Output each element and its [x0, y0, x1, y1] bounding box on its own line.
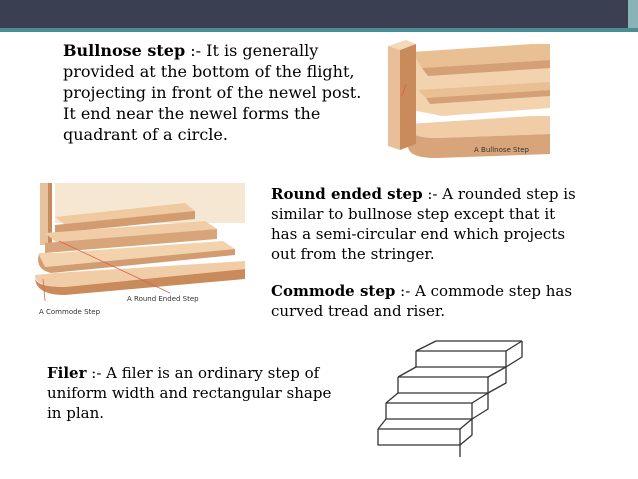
bullnose-paragraph: Bullnose step :- It is generally provide…	[63, 40, 363, 145]
filer-step-drawing	[376, 333, 524, 458]
commode-caption: A Commode Step	[39, 308, 101, 316]
round-ended-caption: A Round Ended Step	[127, 295, 199, 303]
filer-term: Filer	[47, 364, 87, 382]
accent-stripe	[0, 28, 638, 32]
filer-definition: :- A filer is an ordinary step of unifor…	[47, 364, 332, 422]
commode-step-image: A Round Ended Step A Commode Step	[35, 183, 245, 321]
filer-paragraph: Filer :- A filer is an ordinary step of …	[47, 363, 347, 423]
round-ended-definition: :- A rounded step is similar to bullnose…	[271, 185, 576, 263]
corner-accent	[628, 0, 638, 28]
commode-paragraph: Commode step :- A commode step has curve…	[271, 281, 581, 321]
bullnose-definition: :- It is generally provided at the botto…	[63, 41, 362, 144]
title-bar	[0, 0, 638, 28]
commode-term: Commode step	[271, 282, 396, 300]
commode-definition: :- A commode step has curved tread and r…	[271, 282, 573, 320]
bullnose-term: Bullnose step	[63, 41, 186, 60]
round-ended-paragraph: Round ended step :- A rounded step is si…	[271, 184, 581, 264]
round-ended-term: Round ended step	[271, 185, 423, 203]
bullnose-step-image: A Bullnose Step	[382, 38, 550, 162]
bullnose-caption: A Bullnose Step	[474, 146, 530, 154]
